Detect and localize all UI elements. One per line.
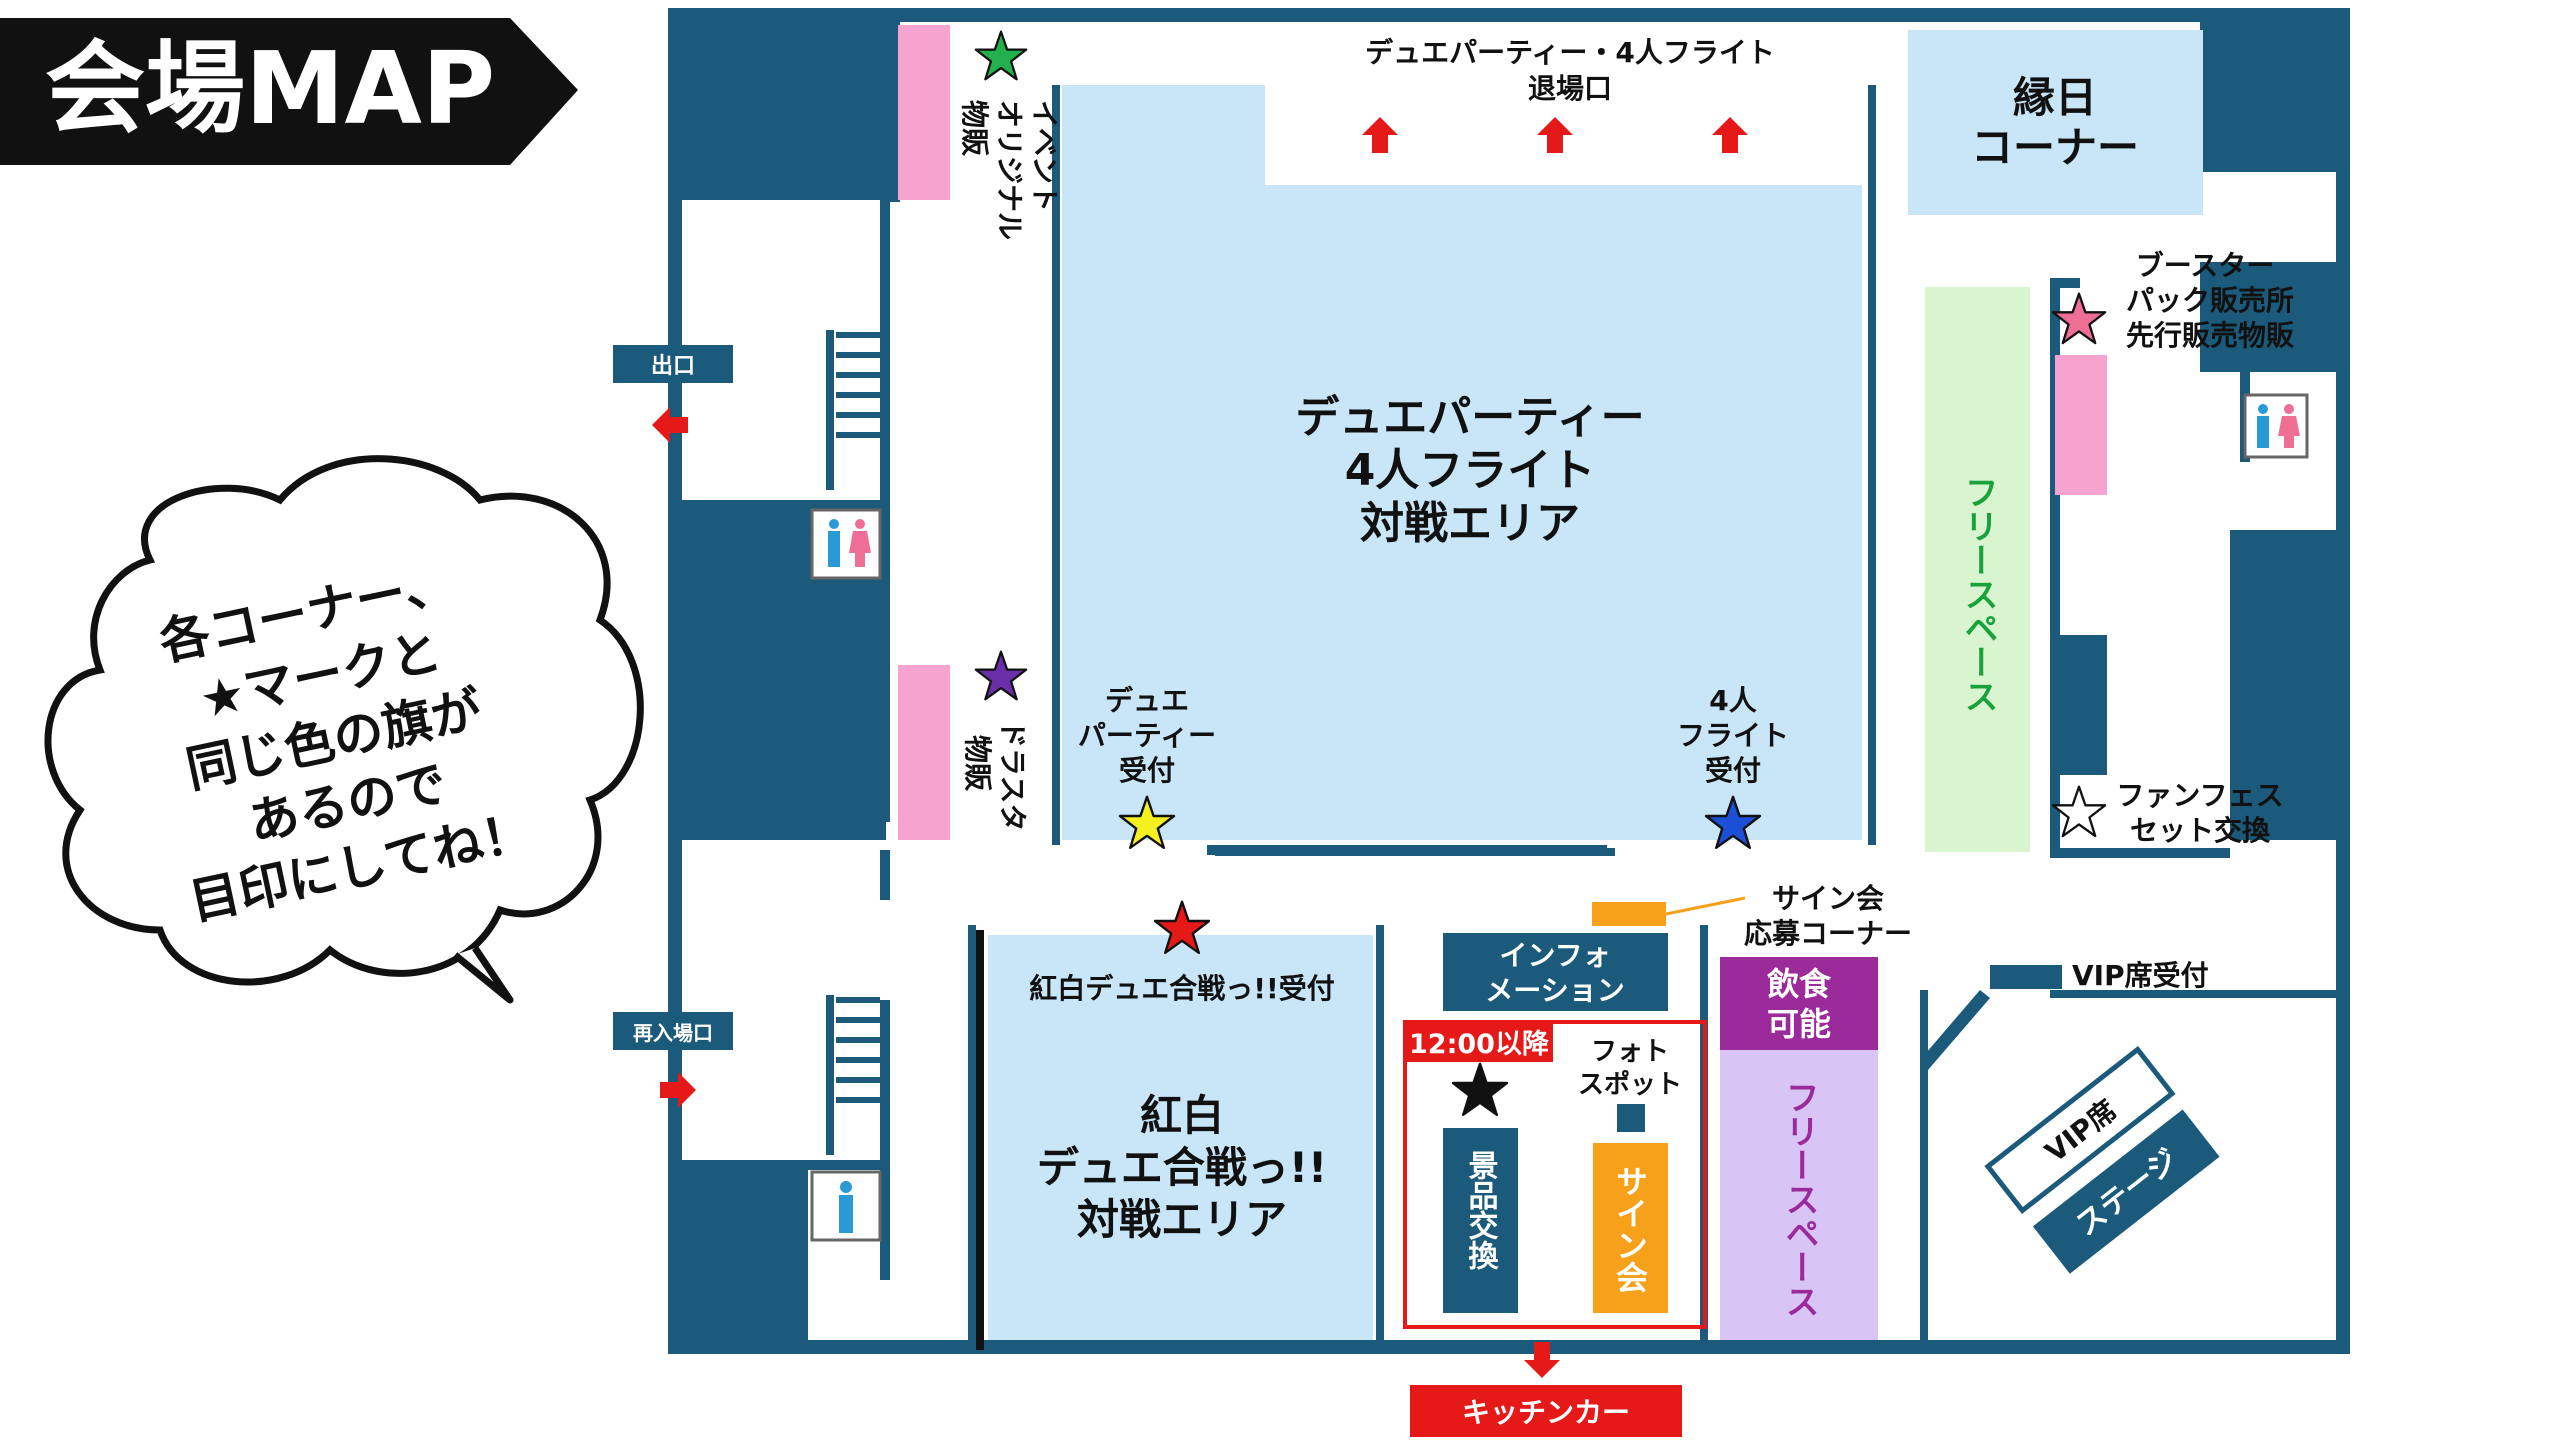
svg-text:物販: 物販: [961, 735, 994, 792]
title-banner: 会場MAP: [0, 18, 578, 165]
sign-application-box: [1592, 902, 1666, 926]
stairs-upper: [836, 332, 880, 438]
kohaku-reception-label: 紅白デュエ合戦っ!!受付: [1029, 972, 1335, 1005]
top-exit-arrow-2: [1537, 117, 1573, 153]
kitchen-car-sign: キッチンカー: [1410, 1385, 1682, 1437]
venue-walls: [668, 8, 2350, 1354]
top-exit-line-1: デュエパーティー・4人フライト: [1365, 36, 1775, 69]
svg-text:コーナー: コーナー: [1971, 123, 2139, 172]
ennichi-corner: 縁日 コーナー: [1908, 30, 2203, 215]
event-goods-label: イベント オリジナル 物販: [958, 100, 1061, 240]
svg-text:先行販売物販: 先行販売物販: [2126, 319, 2295, 352]
svg-text:ブースター: ブースター: [2136, 249, 2275, 282]
black-star-icon: [1451, 1062, 1509, 1117]
main-area-line-2: 4人フライト: [1345, 445, 1596, 496]
vip-reception-label: VIP席受付: [2072, 959, 2209, 992]
booster-sales-booth: [2055, 355, 2107, 495]
photo-spot-box: [1617, 1104, 1645, 1132]
reentry-arrow-icon: [660, 1072, 696, 1108]
svg-text:サイン会: サイン会: [1772, 882, 1884, 915]
exit-sign: 出口: [613, 345, 733, 383]
svg-text:紅白: 紅白: [1140, 1091, 1224, 1140]
svg-text:スポット: スポット: [1578, 1069, 1682, 1100]
svg-text:受付: 受付: [1705, 754, 1761, 787]
exit-arrow-icon: [652, 407, 688, 443]
svg-text:受付: 受付: [1119, 754, 1175, 787]
white-star-icon: [2051, 785, 2107, 838]
restroom-left-icon: [810, 508, 882, 580]
food-area: 飲食 可能 フリースペース: [1720, 957, 1878, 1340]
svg-text:再入場口: 再入場口: [633, 1021, 713, 1045]
duel-party-reception: デュエ パーティー 受付: [1078, 684, 1216, 787]
svg-text:キッチンカー: キッチンカー: [1462, 1396, 1630, 1429]
information-booth: インフォ メーション: [1443, 933, 1668, 1011]
pink-star-icon: [2051, 292, 2107, 345]
svg-text:オリジナル: オリジナル: [993, 100, 1026, 240]
svg-text:デュエ: デュエ: [1105, 684, 1189, 717]
prize-exchange-booth: [1443, 1128, 1518, 1313]
svg-text:フライト: フライト: [1677, 719, 1789, 752]
svg-text:イベント: イベント: [1028, 100, 1061, 212]
vip-reception-box: [1990, 965, 2062, 989]
svg-text:ドラスタ: ドラスタ: [996, 720, 1029, 831]
top-exit-arrow-3: [1712, 117, 1748, 153]
svg-text:対戦エリア: 対戦エリア: [1077, 1195, 1287, 1244]
svg-text:12:00以降: 12:00以降: [1409, 1029, 1550, 1060]
fanfes-exchange-label: ファンフェス セット交換: [2116, 779, 2283, 847]
speech-bubble: 各コーナー、 ★マークと 同じ色の旗が あるので 目印にしてね！: [44, 455, 644, 1004]
free-space-center-label: フリースペース: [1779, 1080, 1819, 1318]
dorasuta-goods-booth: [898, 665, 950, 840]
svg-text:縁日: 縁日: [2013, 73, 2097, 122]
main-battle-area: デュエパーティー 4人フライト 対戦エリア: [1062, 85, 1862, 856]
booster-side-block: [2055, 635, 2107, 775]
svg-text:フリースペース: フリースペース: [1958, 475, 1998, 713]
sign-application-leader: [1665, 896, 1746, 916]
main-area-line-1: デュエパーティー: [1295, 392, 1644, 443]
svg-text:応募コーナー: 応募コーナー: [1744, 917, 1912, 950]
booster-sales-label: ブースター パック販売所 先行販売物販: [2126, 249, 2295, 352]
svg-text:パーティー: パーティー: [1078, 719, 1216, 752]
svg-text:パック販売所: パック販売所: [2126, 284, 2294, 317]
page-title: 会場MAP: [45, 30, 495, 147]
restroom-lower-icon: [810, 1170, 882, 1242]
svg-text:出口: 出口: [651, 354, 695, 379]
top-exit-arrow-1: [1362, 117, 1398, 153]
event-goods-booth: [898, 25, 950, 200]
svg-text:ファンフェス: ファンフェス: [2116, 779, 2283, 812]
purple-star-icon: [974, 650, 1028, 701]
svg-text:インフォ: インフォ: [1499, 939, 1610, 972]
top-exit-line-2: 退場口: [1528, 72, 1612, 105]
svg-text:サイン会: サイン会: [1611, 1165, 1649, 1293]
svg-text:セット交換: セット交換: [2130, 814, 2271, 847]
restroom-right-icon: [2243, 393, 2309, 459]
sign-application-label: サイン会 応募コーナー: [1744, 882, 1912, 950]
stairs-lower: [836, 997, 880, 1103]
svg-text:メーション: メーション: [1485, 974, 1624, 1007]
svg-text:景品交換: 景品交換: [1463, 1150, 1499, 1270]
svg-text:可能: 可能: [1767, 1005, 1831, 1043]
svg-text:デュエ合戦っ!!: デュエ合戦っ!!: [1037, 1143, 1327, 1192]
main-area-line-3: 対戦エリア: [1360, 498, 1580, 549]
green-star-icon: [974, 30, 1028, 81]
kohaku-battle-area: 紅白デュエ合戦っ!!受付 紅白 デュエ合戦っ!! 対戦エリア: [976, 930, 1373, 1350]
svg-text:フォト: フォト: [1591, 1037, 1669, 1067]
sign-event-booth: [1593, 1143, 1668, 1313]
reentry-sign: 再入場口: [613, 1012, 733, 1050]
four-flight-reception: 4人 フライト 受付: [1677, 684, 1789, 787]
svg-text:物販: 物販: [958, 100, 991, 157]
after-noon-zone: 12:00以降 フォト スポット 景品交換 サイン会: [1403, 1020, 1707, 1329]
svg-text:4人: 4人: [1709, 684, 1756, 717]
svg-text:飲食: 飲食: [1767, 965, 1832, 1003]
free-space-right: フリースペース: [1925, 287, 2030, 852]
dorasuta-goods-label: ドラスタ 物販: [961, 720, 1029, 831]
top-exit: デュエパーティー・4人フライト 退場口: [1365, 36, 1775, 105]
